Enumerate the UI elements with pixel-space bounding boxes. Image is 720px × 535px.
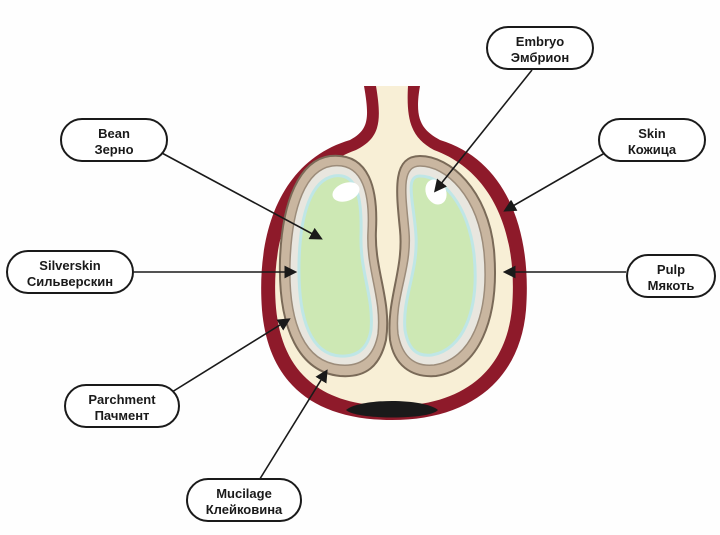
label-pulp-en: Pulp <box>628 262 714 278</box>
label-skin-ru: Кожица <box>600 142 704 158</box>
left-bean <box>299 176 371 356</box>
label-mucilage: Mucilage Клейковина <box>186 478 302 522</box>
label-embryo-ru: Эмбрион <box>488 50 592 66</box>
label-bean-en: Bean <box>62 126 166 142</box>
label-silverskin-en: Silverskin <box>8 258 132 274</box>
label-embryo: Embryo Эмбрион <box>486 26 594 70</box>
label-parchment-en: Parchment <box>66 392 178 408</box>
leader-skin <box>506 150 610 210</box>
label-pulp-ru: Мякоть <box>628 278 714 294</box>
leader-mucilage <box>258 372 326 482</box>
leader-parchment <box>172 320 288 392</box>
label-pulp: Pulp Мякоть <box>626 254 716 298</box>
label-silverskin: Silverskin Сильверскин <box>6 250 134 294</box>
label-mucilage-ru: Клейковина <box>188 502 300 518</box>
label-parchment-ru: Пачмент <box>66 408 178 424</box>
label-bean: Bean Зерно <box>60 118 168 162</box>
label-silverskin-ru: Сильверскин <box>8 274 132 290</box>
label-skin: Skin Кожица <box>598 118 706 162</box>
label-skin-en: Skin <box>600 126 704 142</box>
label-bean-ru: Зерно <box>62 142 166 158</box>
label-parchment: Parchment Пачмент <box>64 384 180 428</box>
label-embryo-en: Embryo <box>488 34 592 50</box>
label-mucilage-en: Mucilage <box>188 486 300 502</box>
